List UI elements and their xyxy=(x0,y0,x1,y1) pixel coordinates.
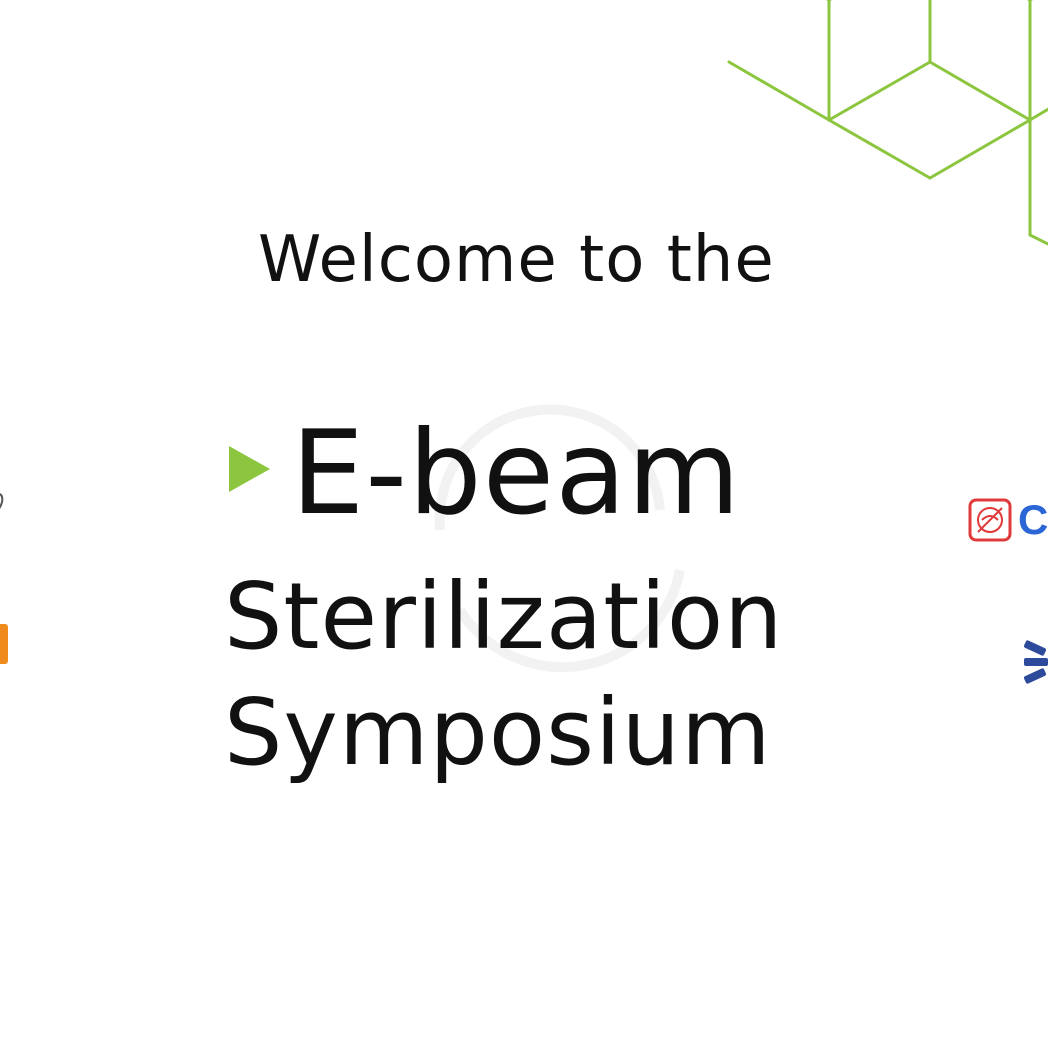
title-sterilization: Sterilization xyxy=(224,563,784,670)
welcome-text: Welcome to the xyxy=(258,223,775,297)
triangle-right-icon xyxy=(229,446,270,492)
partner-logo-right-text: C xyxy=(1018,496,1048,543)
asterisk-logo-icon xyxy=(1023,640,1048,684)
sterilization-badge-icon xyxy=(968,498,1012,542)
partner-logo-left-orange xyxy=(0,624,8,664)
title-ebeam: E-beam xyxy=(291,406,742,541)
title-symposium: Symposium xyxy=(224,679,772,786)
watermark-swirl xyxy=(434,404,685,673)
partner-logo-left-fragment xyxy=(0,493,4,509)
